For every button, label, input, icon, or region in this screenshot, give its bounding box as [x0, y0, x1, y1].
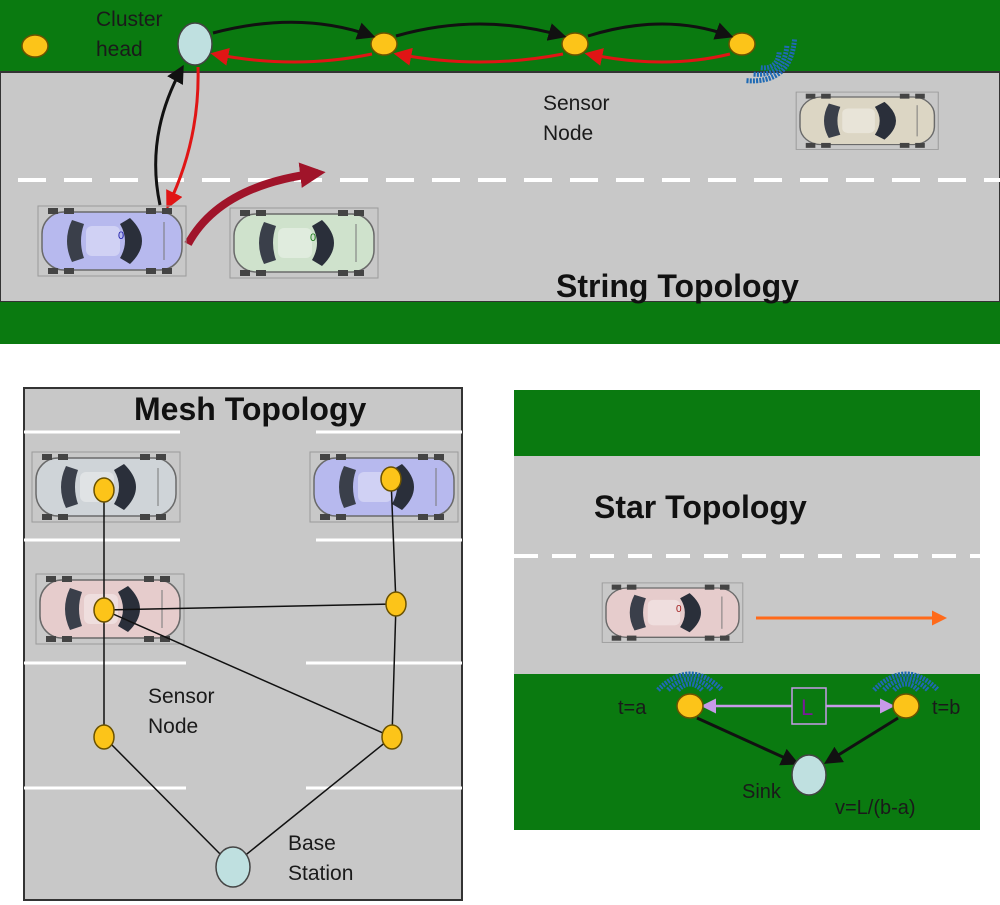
distance-label-box	[791, 687, 827, 725]
star-road	[514, 456, 980, 674]
mesh-topology-panel: Mesh Topology Sensor Node Base Station	[23, 387, 463, 901]
svg-text:0: 0	[118, 230, 124, 242]
sensor-node-label: Node	[148, 715, 198, 738]
sensor-node-icon	[381, 724, 403, 750]
mesh-links	[103, 478, 397, 867]
string-topology-title: String Topology	[556, 268, 799, 304]
sensor-node-icon	[370, 32, 398, 56]
forward-arrow	[587, 22, 734, 40]
sink-link-arrow	[823, 716, 899, 764]
uplink-arrow	[154, 64, 184, 206]
car-icon: 0	[229, 207, 379, 279]
sensor-node-icon	[561, 32, 589, 56]
sensor-node-icon	[728, 32, 756, 56]
sensor-node-label: Sensor	[543, 92, 610, 115]
cluster-head-icon	[177, 22, 213, 66]
top-grass-strip	[0, 0, 1000, 72]
bottom-grass-strip	[0, 302, 1000, 344]
time-a-label: t=a	[618, 697, 647, 719]
star-top-grass	[514, 390, 980, 456]
sink-label: Sink	[742, 781, 782, 803]
star-topology-panel: 0 L Star Topology t=a t=b Sink v=L/(b-a)	[514, 390, 980, 830]
downlink-arrow	[166, 66, 200, 210]
sink-icon	[791, 754, 827, 796]
sensor-node-icon	[93, 597, 115, 623]
sensor-node-icon	[892, 693, 920, 719]
forward-arrow	[212, 20, 376, 40]
string-topology-panel: 0 0 Cluster head Sensor Node String Topo…	[0, 0, 1000, 344]
sensor-node-icon	[93, 724, 115, 750]
parking-lines	[24, 430, 462, 790]
svg-text:0: 0	[310, 232, 316, 244]
sink-link-arrow	[696, 716, 800, 766]
distance-label: L	[801, 695, 813, 720]
mesh-topology-title: Mesh Topology	[134, 391, 366, 427]
star-topology-title: Star Topology	[594, 489, 807, 525]
svg-text:0: 0	[676, 604, 682, 615]
return-arrow	[210, 47, 373, 66]
cluster-head-label: head	[96, 38, 143, 61]
sensor-node-icon	[21, 34, 49, 58]
sensor-node-label: Node	[543, 122, 593, 145]
forward-arrow	[395, 22, 567, 41]
car-icon: 0	[37, 205, 187, 277]
sensor-node-icon	[676, 693, 704, 719]
lane-change-arrow	[184, 162, 326, 246]
car-icon	[795, 91, 939, 150]
sensor-node-label: Sensor	[148, 685, 215, 708]
sensor-node-icon	[380, 466, 402, 492]
time-b-label: t=b	[932, 697, 960, 719]
base-station-label: Station	[288, 862, 353, 885]
cluster-head-label: Cluster	[96, 8, 163, 31]
sensor-node-icon	[93, 477, 115, 503]
base-station-label: Base	[288, 832, 336, 855]
car-icon: 0	[601, 582, 744, 643]
base-station-icon	[215, 846, 251, 888]
velocity-formula: v=L/(b-a)	[835, 797, 916, 819]
return-arrow	[584, 48, 731, 66]
sensor-node-icon	[385, 591, 407, 617]
return-arrow	[393, 47, 564, 66]
